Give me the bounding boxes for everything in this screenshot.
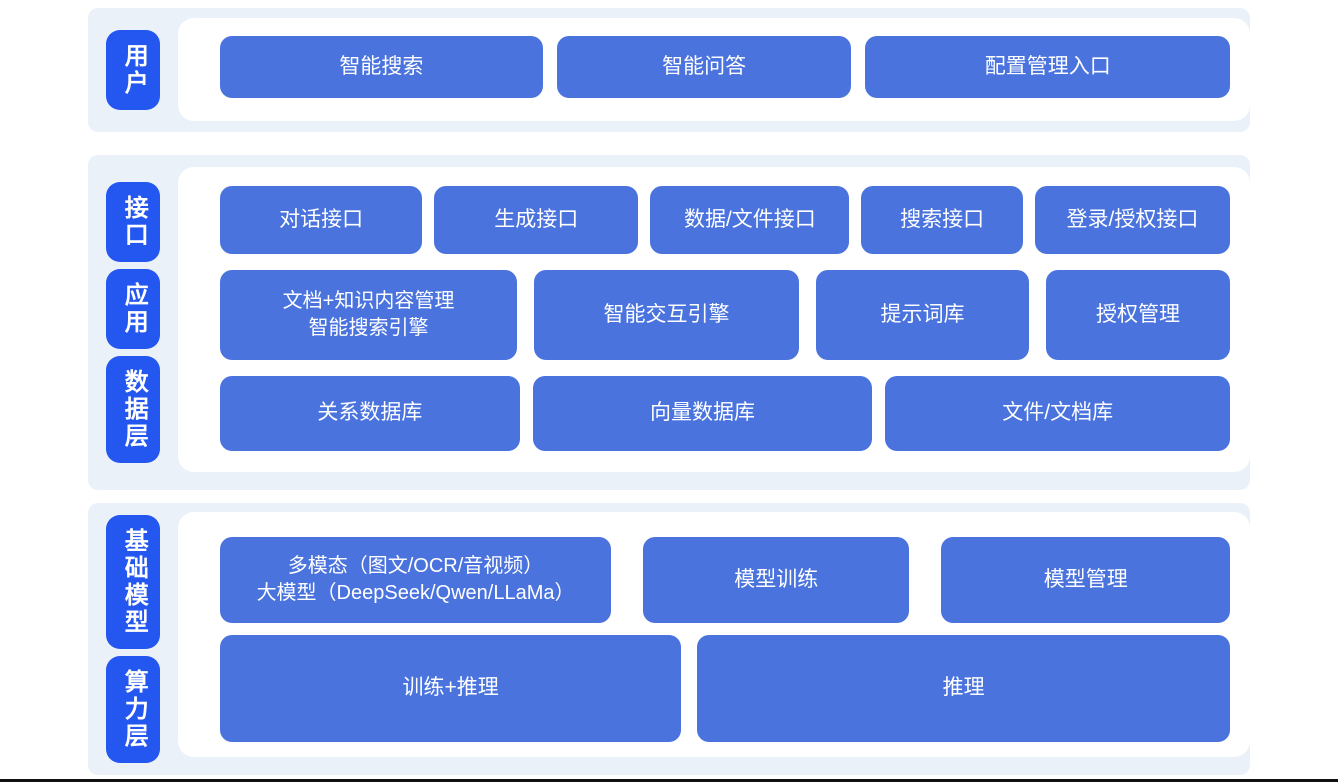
layer-label-data: 数据层 — [105, 356, 161, 463]
foundation-compute-band: 基础模型 算力层 多模态（图文/OCR/音视频） 大模型（DeepSeek/Qw… — [88, 503, 1250, 775]
node-label: 关系数据库 — [317, 401, 423, 425]
foundation-compute-panel: 多模态（图文/OCR/音视频） 大模型（DeepSeek/Qwen/LLaMa）… — [178, 512, 1250, 757]
compute-layer-row: 训练+推理 推理 — [220, 635, 1230, 742]
node-label: 智能问答 — [662, 54, 747, 78]
node-label: 数据/文件接口 — [683, 207, 816, 231]
node-label-line2: 大模型（DeepSeek/Qwen/LLaMa） — [256, 582, 575, 604]
application-layer-row: 文档+知识内容管理 智能搜索引擎 智能交互引擎 提示词库 授权管理 — [220, 270, 1230, 360]
foundation-compute-labels: 基础模型 算力层 — [88, 503, 178, 775]
node-inference: 推理 — [697, 635, 1230, 742]
node-label: 推理 — [942, 676, 985, 700]
node-prompt-library: 提示词库 — [816, 270, 1029, 360]
node-label: 向量数据库 — [650, 401, 756, 425]
layer-label-interface: 接口 — [105, 182, 161, 262]
node-label: 提示词库 — [880, 302, 965, 326]
node-file-document-store: 文件/文档库 — [885, 376, 1231, 451]
node-label: 模型训练 — [734, 567, 819, 591]
node-search-api: 搜索接口 — [861, 186, 1023, 254]
node-label: 搜索接口 — [900, 207, 985, 231]
node-vector-database: 向量数据库 — [532, 376, 873, 451]
node-label: 授权管理 — [1096, 302, 1180, 326]
node-model-management: 模型管理 — [941, 537, 1230, 623]
middle-layers-band: 接口 应用 数据层 对话接口 生成接口 数据/文件接口 搜索接口 登录/授权接口 — [88, 155, 1250, 490]
layer-label-foundation-model: 基础模型 — [105, 515, 161, 649]
node-training-inference: 训练+推理 — [220, 635, 682, 742]
node-label: 智能交互引擎 — [603, 302, 730, 326]
node-label: 模型管理 — [1043, 567, 1128, 591]
layer-label-compute: 算力层 — [105, 656, 161, 763]
node-label: 配置管理入口 — [984, 54, 1111, 78]
node-label: 多模态（图文/OCR/音视频） — [287, 555, 544, 577]
node-config-management-entry: 配置管理入口 — [865, 36, 1230, 98]
node-model-training: 模型训练 — [643, 537, 910, 623]
node-data-file-api: 数据/文件接口 — [650, 186, 850, 254]
user-layer-row: 智能搜索 智能问答 配置管理入口 — [220, 36, 1230, 98]
data-layer-row: 关系数据库 向量数据库 文件/文档库 — [220, 376, 1231, 451]
node-label: 训练+推理 — [402, 676, 499, 700]
node-dialog-api: 对话接口 — [220, 186, 423, 254]
user-layer-panel: 智能搜索 智能问答 配置管理入口 — [178, 18, 1250, 121]
node-authorization-management: 授权管理 — [1046, 270, 1230, 360]
node-relational-database: 关系数据库 — [220, 376, 520, 451]
middle-layers-labels: 接口 应用 数据层 — [88, 155, 178, 490]
node-login-auth-api: 登录/授权接口 — [1034, 186, 1230, 254]
foundation-model-row: 多模态（图文/OCR/音视频） 大模型（DeepSeek/Qwen/LLaMa）… — [220, 537, 1230, 623]
layer-label-user: 用户 — [105, 30, 161, 110]
node-label-line2: 智能搜索引擎 — [308, 317, 429, 339]
node-label: 文件/文档库 — [1002, 401, 1114, 425]
user-layer-labels: 用户 — [88, 8, 178, 132]
node-label: 生成接口 — [494, 207, 579, 231]
node-smart-interaction-engine: 智能交互引擎 — [534, 270, 799, 360]
node-smart-search: 智能搜索 — [220, 36, 543, 98]
node-doc-knowledge-search-engine: 文档+知识内容管理 智能搜索引擎 — [220, 270, 517, 360]
bottom-divider — [0, 779, 1338, 782]
node-label: 对话接口 — [279, 207, 364, 231]
node-multimodal-llm: 多模态（图文/OCR/音视频） 大模型（DeepSeek/Qwen/LLaMa） — [220, 537, 612, 623]
layer-label-application: 应用 — [105, 269, 161, 349]
node-label: 智能搜索 — [339, 54, 424, 78]
node-label: 登录/授权接口 — [1066, 207, 1199, 231]
interface-layer-row: 对话接口 生成接口 数据/文件接口 搜索接口 登录/授权接口 — [220, 186, 1230, 254]
node-generation-api: 生成接口 — [434, 186, 639, 254]
node-label: 文档+知识内容管理 — [282, 290, 455, 312]
middle-layers-panel: 对话接口 生成接口 数据/文件接口 搜索接口 登录/授权接口 文档+知识内容管理 — [178, 167, 1250, 472]
user-layer-band: 用户 智能搜索 智能问答 配置管理入口 — [88, 8, 1250, 132]
node-smart-qa: 智能问答 — [556, 36, 852, 98]
